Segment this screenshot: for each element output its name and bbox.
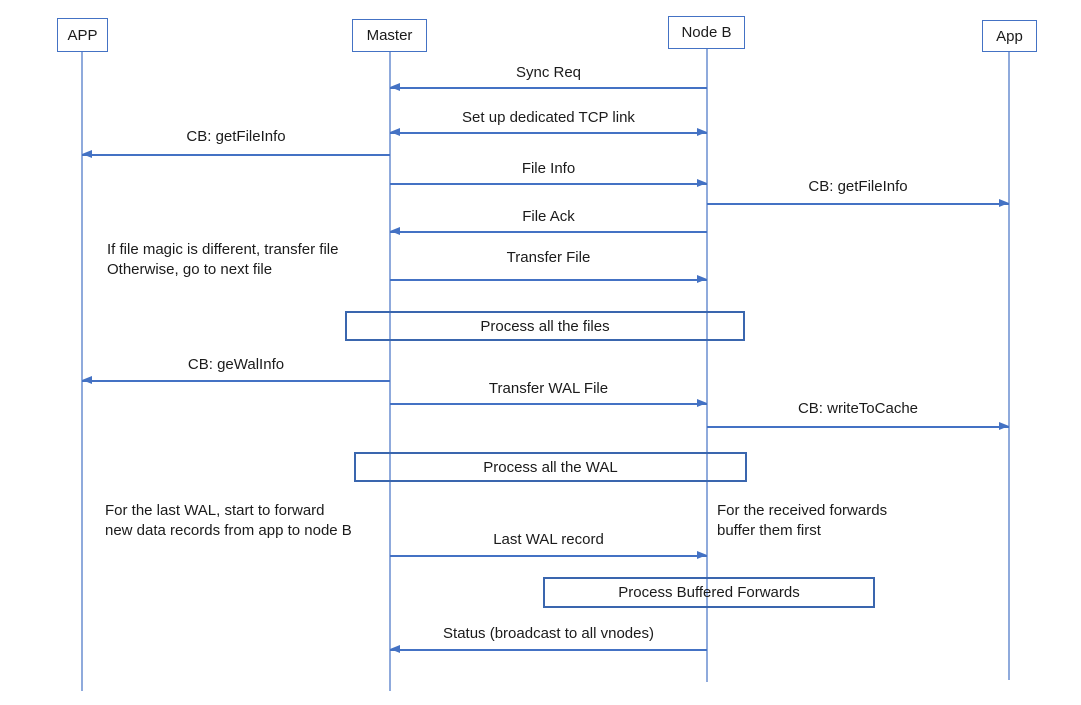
- message-line-transfer-wal-file: [390, 403, 707, 405]
- actor-app-right: App: [982, 20, 1037, 52]
- annotation-last-wal-forward: For the last WAL, start to forward new d…: [105, 502, 352, 539]
- arrowhead-right-last-wal-record: [697, 551, 707, 559]
- arrowhead-right-tcp-link: [697, 128, 707, 136]
- message-line-cb-writetocache: [707, 426, 1009, 428]
- annotation-received-forwards: For the received forwards buffer them fi…: [717, 502, 888, 539]
- arrowhead-left-cb-getfileinfo-left: [82, 150, 92, 158]
- arrowhead-right-cb-getfileinfo-right: [999, 199, 1009, 207]
- message-label-transfer-file: Transfer File: [506, 249, 591, 266]
- process-box-buffered-forwards: Process Buffered Forwards: [543, 577, 875, 608]
- arrowhead-right-transfer-wal-file: [697, 399, 707, 407]
- arrowhead-left-file-ack: [390, 227, 400, 235]
- lifeline-master: [389, 52, 391, 691]
- lifeline-node-b: [706, 49, 708, 682]
- arrowhead-left-cb-gewalinfo: [82, 376, 92, 384]
- message-line-cb-getfileinfo-left: [82, 154, 390, 156]
- message-label-file-info: File Info: [521, 160, 576, 177]
- arrowhead-left-sync-req: [390, 83, 400, 91]
- message-line-last-wal-record: [390, 555, 707, 557]
- message-label-cb-getfileinfo-right: CB: getFileInfo: [808, 178, 908, 195]
- message-label-tcp-link: Set up dedicated TCP link: [462, 109, 635, 126]
- arrowhead-right-cb-writetocache: [999, 422, 1009, 430]
- message-label-transfer-wal-file: Transfer WAL File: [488, 380, 609, 397]
- message-label-cb-gewalinfo: CB: geWalInfo: [187, 356, 285, 373]
- message-label-status-broadcast: Status (broadcast to all vnodes): [443, 625, 654, 642]
- lifeline-app-right: [1008, 52, 1010, 680]
- arrowhead-left-tcp-link: [390, 128, 400, 136]
- annotation-file-magic: If file magic is different, transfer fil…: [107, 241, 339, 278]
- message-line-transfer-file: [390, 279, 707, 281]
- message-line-file-info: [390, 183, 707, 185]
- lifeline-app-left: [81, 52, 83, 691]
- message-line-status-broadcast: [390, 649, 707, 651]
- message-line-file-ack: [390, 231, 707, 233]
- actor-app-left: APP: [57, 18, 108, 52]
- message-label-last-wal-record: Last WAL record: [493, 531, 604, 548]
- message-label-sync-req: Sync Req: [515, 64, 582, 81]
- process-box-wal: Process all the WAL: [354, 452, 747, 482]
- message-line-cb-getfileinfo-right: [707, 203, 1009, 205]
- message-line-cb-gewalinfo: [82, 380, 390, 382]
- message-label-file-ack: File Ack: [522, 208, 575, 225]
- message-label-cb-writetocache: CB: writeToCache: [797, 400, 919, 417]
- message-line-sync-req: [390, 87, 707, 89]
- arrowhead-left-status-broadcast: [390, 645, 400, 653]
- actor-node-b: Node B: [668, 16, 745, 49]
- arrowhead-right-transfer-file: [697, 275, 707, 283]
- message-label-cb-getfileinfo-left: CB: getFileInfo: [186, 128, 286, 145]
- arrowhead-right-file-info: [697, 179, 707, 187]
- message-line-tcp-link: [390, 132, 707, 134]
- process-box-files: Process all the files: [345, 311, 745, 341]
- actor-master: Master: [352, 19, 427, 52]
